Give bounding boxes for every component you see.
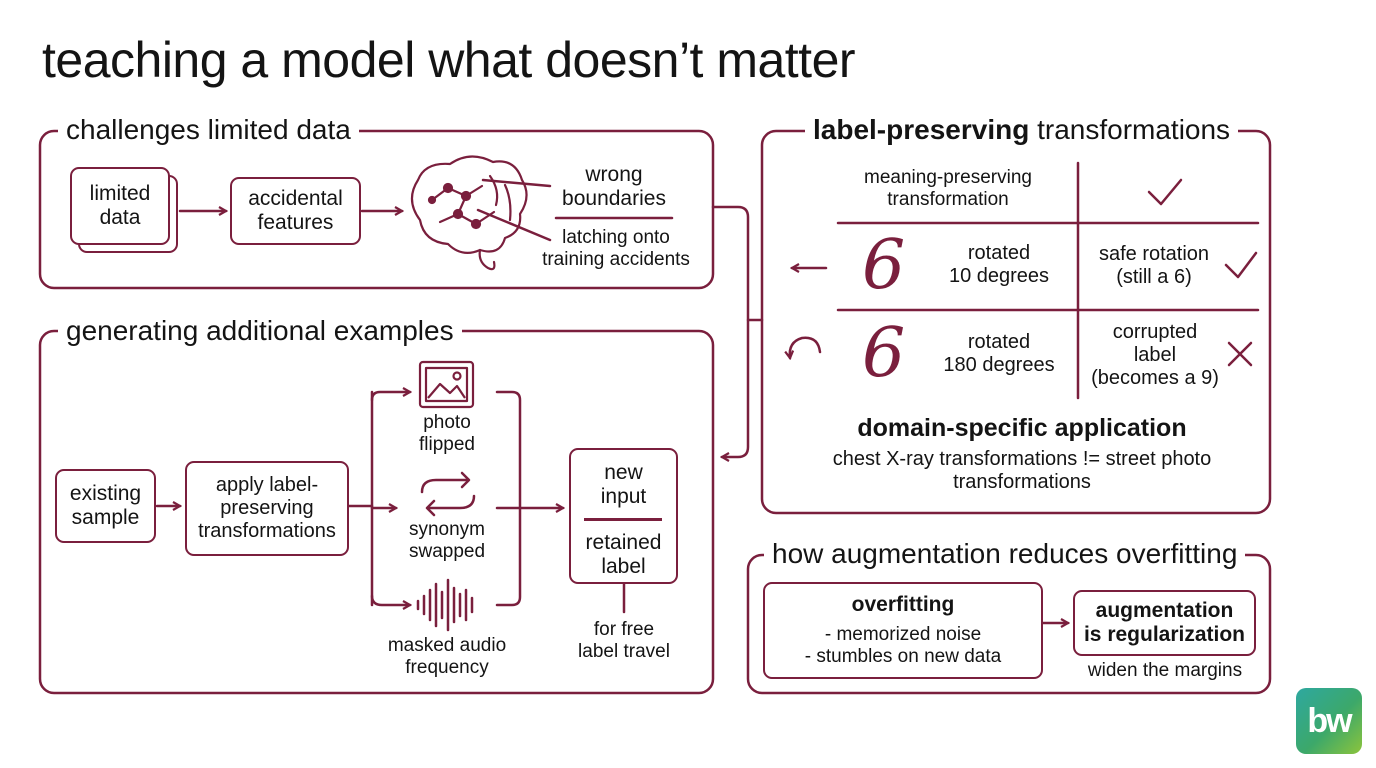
synonym-swapped-label: synonym swapped — [408, 519, 486, 562]
swap-icon — [420, 471, 476, 517]
wrong-boundaries-label: wrong boundaries — [562, 163, 666, 211]
rotate-large-arrow — [790, 336, 822, 358]
page-title: teaching a model what doesn’t matter — [42, 32, 856, 88]
digit-six-rotated-10: 6 — [862, 226, 906, 305]
existing-sample-box: existing sample — [55, 469, 156, 543]
row2-description: rotated 180 degrees — [943, 331, 1055, 376]
new-input-label: new input — [600, 461, 647, 509]
overfitting-box-lines: - memorized noise - stumbles on new data — [804, 624, 1002, 667]
brand-logo: bw — [1296, 688, 1362, 754]
overfitting-box-title: overfitting — [851, 593, 955, 616]
domain-specific-heading: domain-specific application — [857, 414, 1187, 442]
heading-bold-part: label-preserving — [813, 114, 1030, 145]
table-header-cell: meaning-preserving transformation — [864, 167, 1032, 210]
heading-rest-part: transformations — [1029, 114, 1231, 145]
row2-result: corrupted label (becomes a 9) — [1091, 321, 1219, 389]
latching-label: latching onto training accidents — [542, 227, 690, 270]
limited-data-card-stack: limited data — [70, 167, 180, 255]
section-title-generating: generating additional examples — [58, 315, 462, 348]
photo-icon — [418, 360, 475, 409]
free-label-travel-label: for free label travel — [578, 619, 670, 662]
section-frame-challenges — [38, 129, 715, 290]
row1-result: safe rotation (still a 6) — [1098, 243, 1210, 288]
photo-flipped-label: photo flipped — [419, 412, 475, 455]
augmentation-box: augmentation is regularization — [1073, 590, 1256, 656]
accidental-features-box: accidental features — [230, 177, 361, 245]
audio-waveform-icon — [416, 578, 474, 632]
masked-audio-label: masked audio frequency — [387, 635, 507, 678]
widen-margins-label: widen the margins — [1087, 660, 1243, 681]
overfitting-box: overfitting - memorized noise - stumbles… — [763, 582, 1043, 679]
section-title-label-preserving: label-preserving transformations — [805, 114, 1239, 147]
check-icon-row1 — [1224, 251, 1258, 279]
section-title-overfitting: how augmentation reduces overfitting — [764, 538, 1246, 571]
check-icon-header — [1147, 178, 1183, 206]
retained-label-text: retained label — [585, 531, 662, 579]
row1-description: rotated 10 degrees — [948, 242, 1050, 287]
domain-specific-text: chest X-ray transformations != street ph… — [832, 448, 1212, 493]
section-title-challenges: challenges limited data — [58, 114, 359, 147]
apply-transformations-box: apply label- preserving transformations — [185, 461, 349, 556]
limited-data-box: limited data — [70, 167, 170, 245]
new-input-box: new input retained label — [569, 448, 678, 584]
digit-six-rotated-180: 6 — [862, 314, 906, 393]
connector-to-label-section — [711, 205, 750, 457]
cross-icon-row2 — [1227, 341, 1253, 367]
brain-icon — [410, 155, 528, 271]
new-input-divider — [584, 518, 662, 521]
